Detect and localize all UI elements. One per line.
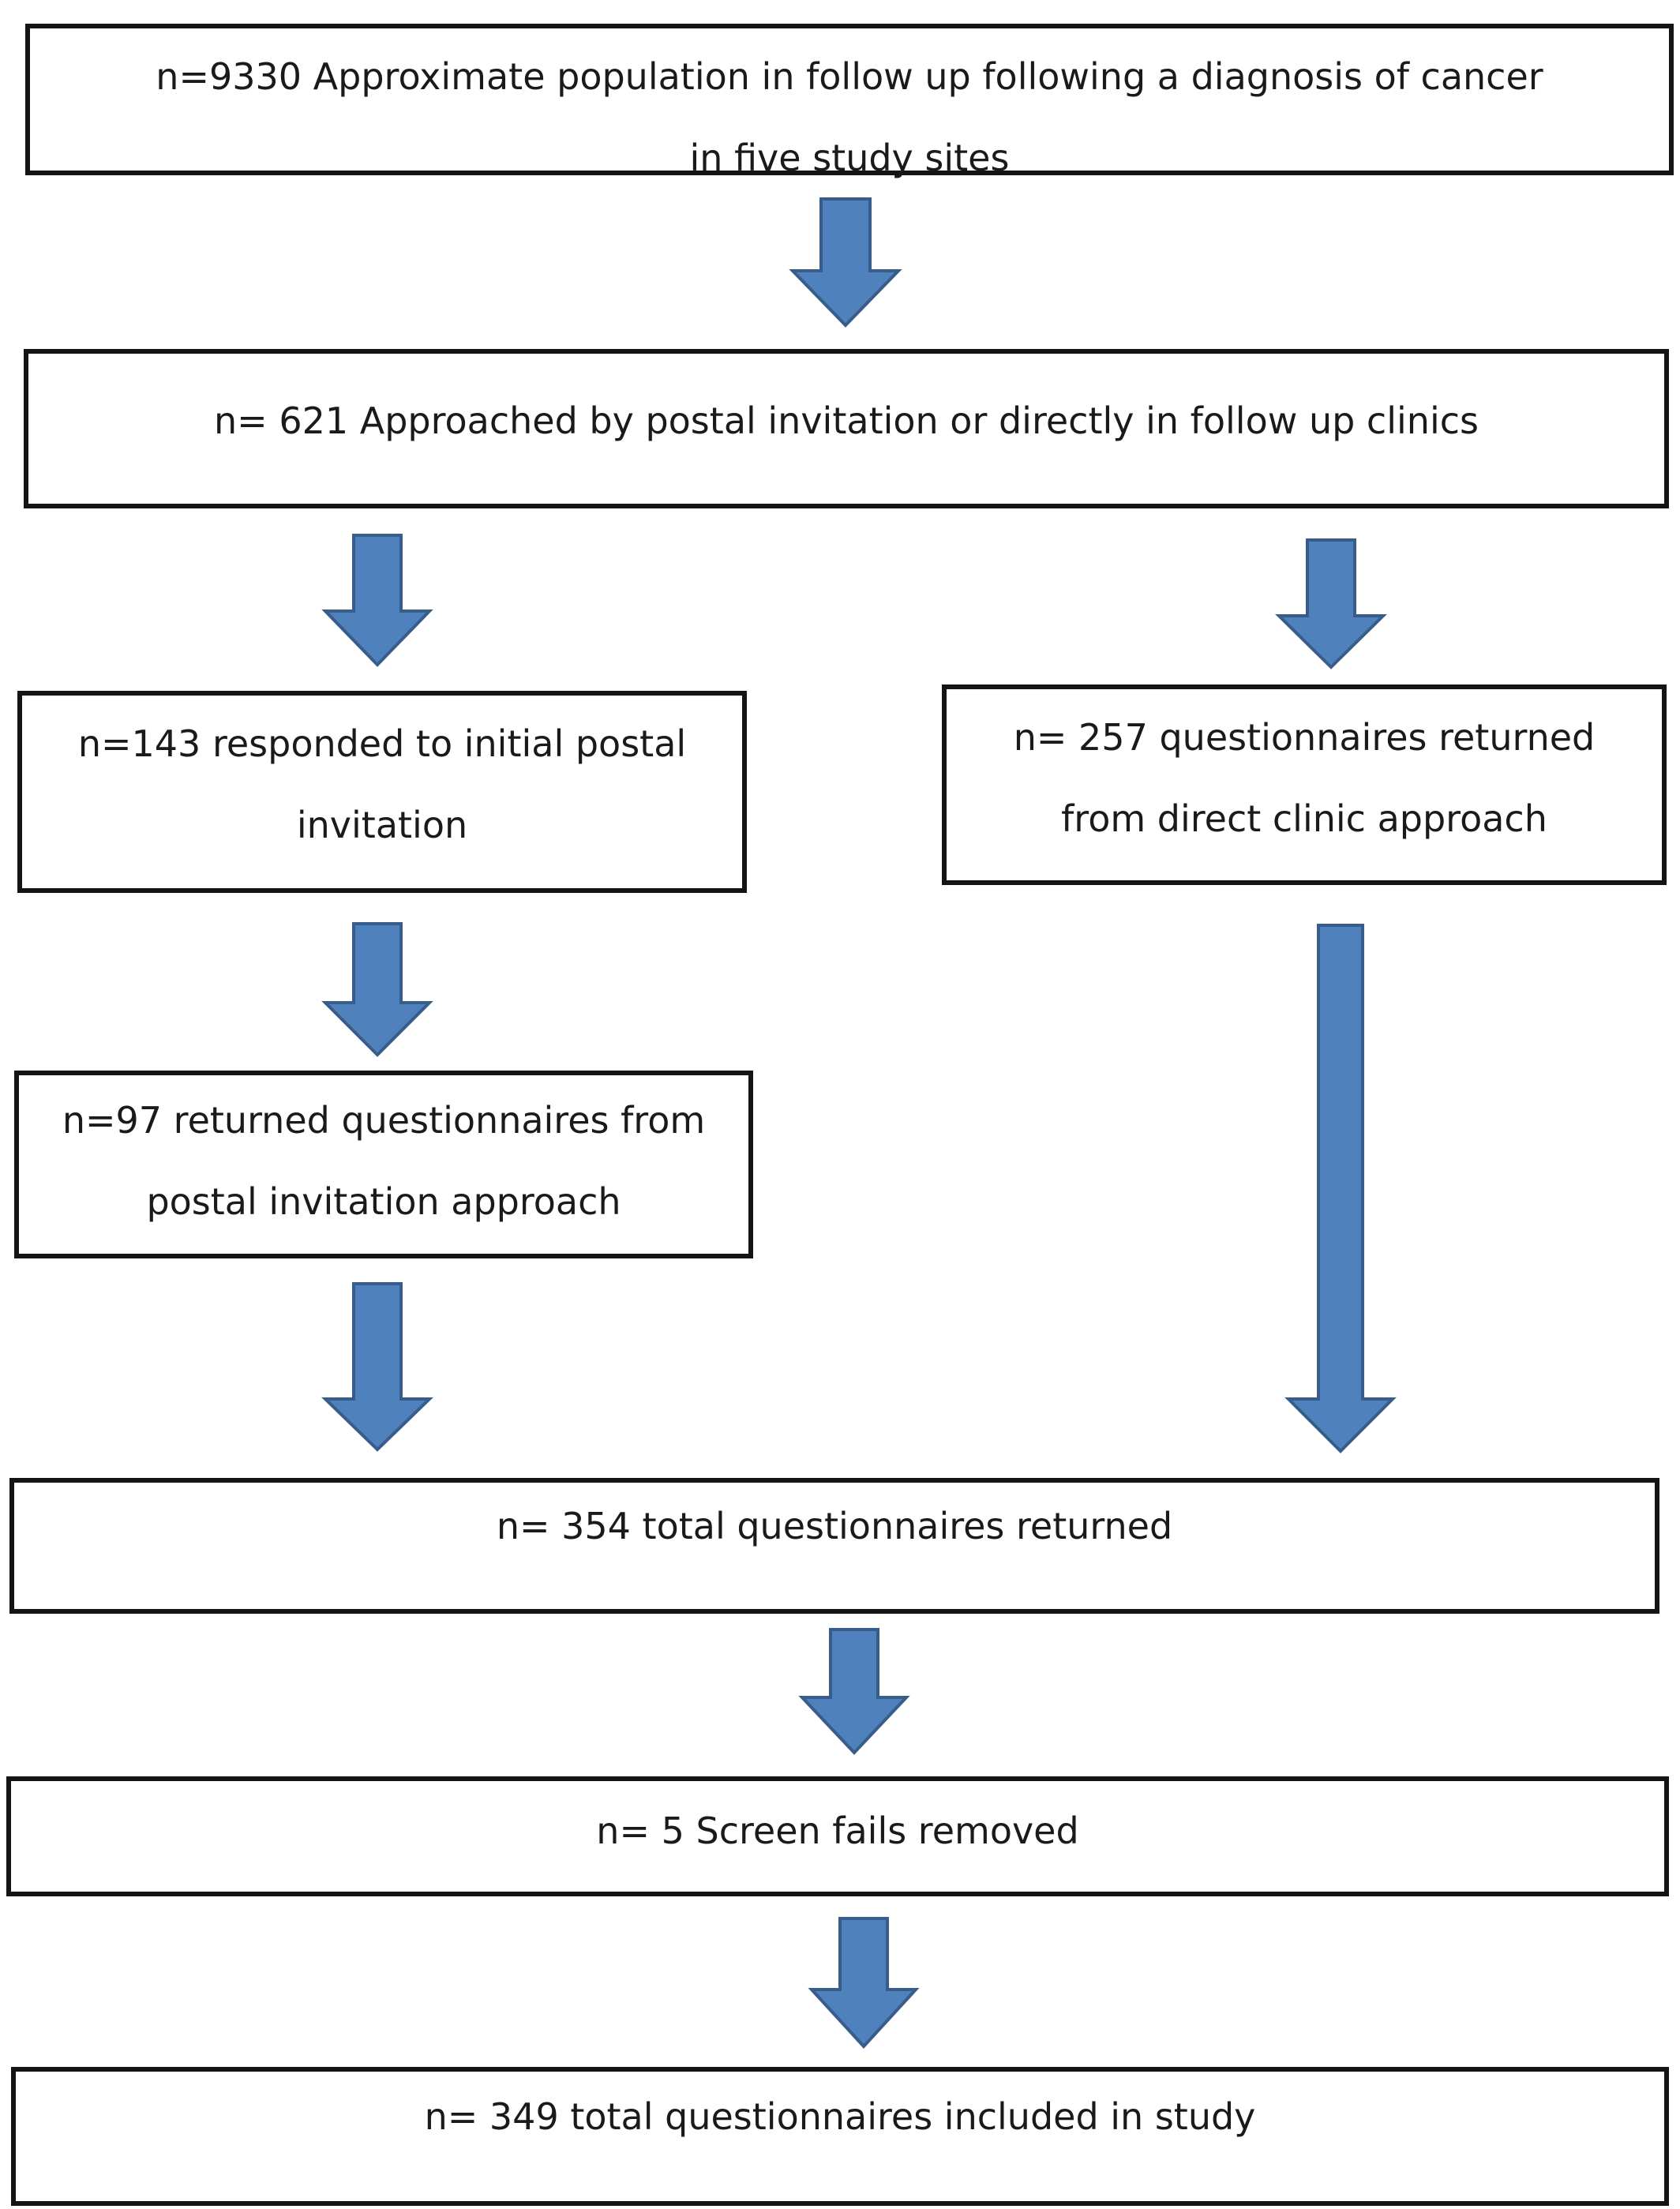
arrow-screen_fails-to-total_included xyxy=(808,1917,920,2049)
box-responded-postal: n=143 responded to initial postal invita… xyxy=(17,691,747,893)
box-approached-line-1: n= 621 Approached by postal invitation o… xyxy=(214,399,1479,442)
box-returned-clinic-line-1: n= 257 questionnaires returned xyxy=(1013,716,1596,759)
box-responded-postal-line-1: n=143 responded to initial postal xyxy=(77,722,687,765)
arrow-responded_postal-to-returned_postal xyxy=(321,922,433,1057)
box-total-included: n= 349 total questionnaires included in … xyxy=(11,2067,1669,2206)
box-screen-fails: n= 5 Screen fails removed xyxy=(6,1776,1669,1896)
box-population-line-1: n=9330 Approximate population in follow … xyxy=(156,55,1543,98)
box-population-line-2: in five study sites xyxy=(689,137,1010,179)
box-returned-postal-line-2: postal invitation approach xyxy=(146,1180,621,1223)
box-screen-fails-line-1: n= 5 Screen fails removed xyxy=(596,1810,1079,1852)
box-returned-postal-line-1: n=97 returned questionnaires from xyxy=(62,1099,706,1142)
arrow-returned_clinic-to-total_returned xyxy=(1284,924,1397,1453)
arrow-returned_postal-to-total_returned xyxy=(321,1282,433,1452)
box-returned-clinic: n= 257 questionnaires returned from dire… xyxy=(942,684,1667,885)
box-population: n=9330 Approximate population in follow … xyxy=(25,24,1674,179)
box-returned-clinic-line-2: from direct clinic approach xyxy=(1061,797,1547,840)
box-approached: n= 621 Approached by postal invitation o… xyxy=(24,349,1669,508)
arrow-approached-to-responded_postal xyxy=(321,534,433,667)
box-responded-postal-line-2: invitation xyxy=(296,804,468,846)
box-returned-postal: n=97 returned questionnaires from postal… xyxy=(14,1071,753,1258)
box-total-returned: n= 354 total questionnaires returned xyxy=(9,1478,1659,1614)
box-total-included-line-1: n= 349 total questionnaires included in … xyxy=(424,2095,1256,2138)
arrow-population-to-approached xyxy=(789,197,902,328)
arrow-approached-to-returned_clinic xyxy=(1275,538,1387,669)
box-total-returned-line-1: n= 354 total questionnaires returned xyxy=(496,1505,1173,1547)
arrow-total_returned-to-screen_fails xyxy=(798,1628,910,1755)
